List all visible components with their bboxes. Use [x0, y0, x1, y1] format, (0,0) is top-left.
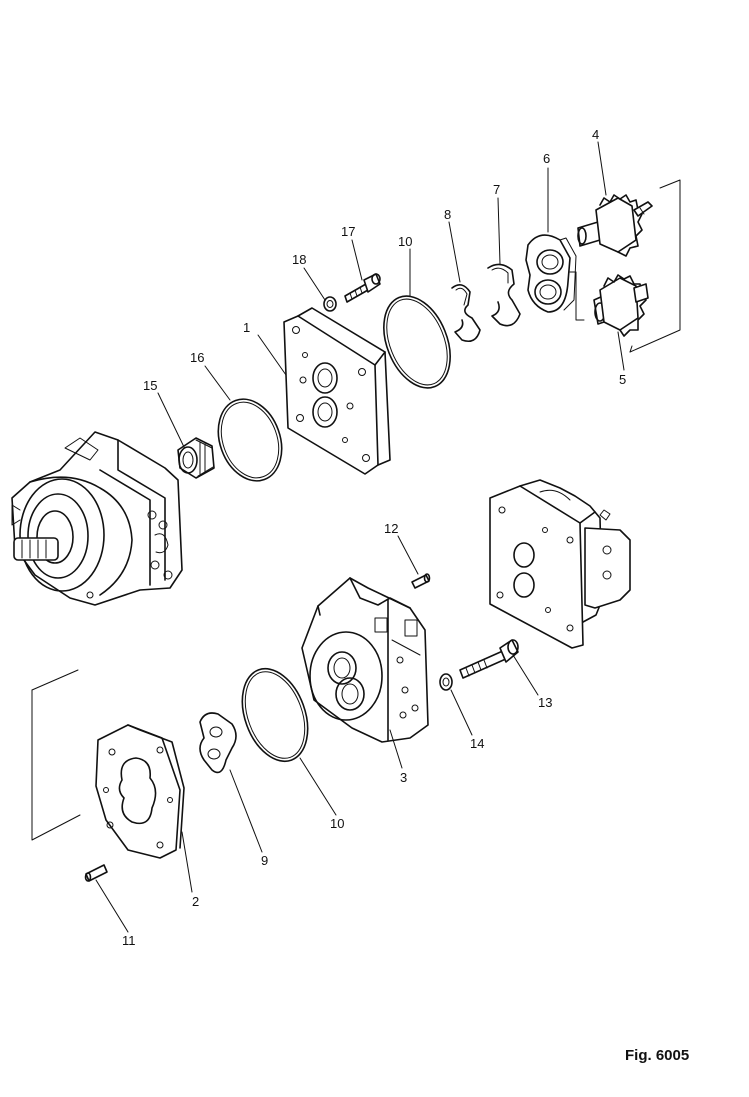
drive-gear-4 [577, 194, 653, 257]
washer-18 [323, 296, 337, 312]
bolt-13 [459, 639, 519, 679]
callout-1: 1 [243, 320, 250, 335]
bracket-lower [31, 689, 81, 841]
callout-13: 13 [538, 695, 552, 710]
gear-pump-assembly [11, 431, 183, 606]
cover-plate-2 [95, 724, 185, 859]
housing-3 [301, 577, 429, 743]
o-ring-10-upper [383, 295, 451, 389]
callout-10-upper: 10 [398, 234, 412, 249]
callout-labels: 1 2 3 4 5 6 7 8 9 10 10 11 12 13 14 15 1… [122, 127, 626, 948]
callout-2: 2 [192, 894, 199, 909]
washer-14 [439, 673, 453, 691]
bushing-6 [525, 234, 577, 313]
callout-16: 16 [190, 350, 204, 365]
callout-9: 9 [261, 853, 268, 868]
dowel-pin-12 [411, 573, 431, 589]
seal-8 [451, 284, 481, 343]
seal-plate-9 [199, 712, 237, 774]
bracket-right [629, 179, 681, 353]
callout-12: 12 [384, 521, 398, 536]
callout-10-lower: 10 [330, 816, 344, 831]
callout-5: 5 [619, 372, 626, 387]
pump-body-right [489, 479, 631, 649]
o-ring-16 [217, 398, 283, 482]
callout-8: 8 [444, 207, 451, 222]
bracket-left [569, 271, 585, 321]
callout-7: 7 [493, 182, 500, 197]
callout-15: 15 [143, 378, 157, 393]
bearing-15 [177, 437, 215, 479]
seal-7 [487, 263, 521, 327]
bracket-lower-top [31, 669, 79, 691]
o-ring-10-lower [241, 667, 309, 763]
callout-11: 11 [122, 933, 136, 948]
figure-caption: Fig. 6005 [625, 1047, 689, 1064]
callout-17: 17 [341, 224, 355, 239]
bolt-17 [344, 273, 381, 303]
leader-lines [95, 141, 625, 933]
callout-3: 3 [400, 770, 407, 785]
callout-6: 6 [543, 151, 550, 166]
dowel-pin-11 [84, 864, 108, 882]
driven-gear-5 [593, 274, 649, 337]
plate-1 [283, 307, 391, 475]
callout-14: 14 [470, 736, 484, 751]
callout-18: 18 [292, 252, 306, 267]
callout-4: 4 [592, 127, 599, 142]
